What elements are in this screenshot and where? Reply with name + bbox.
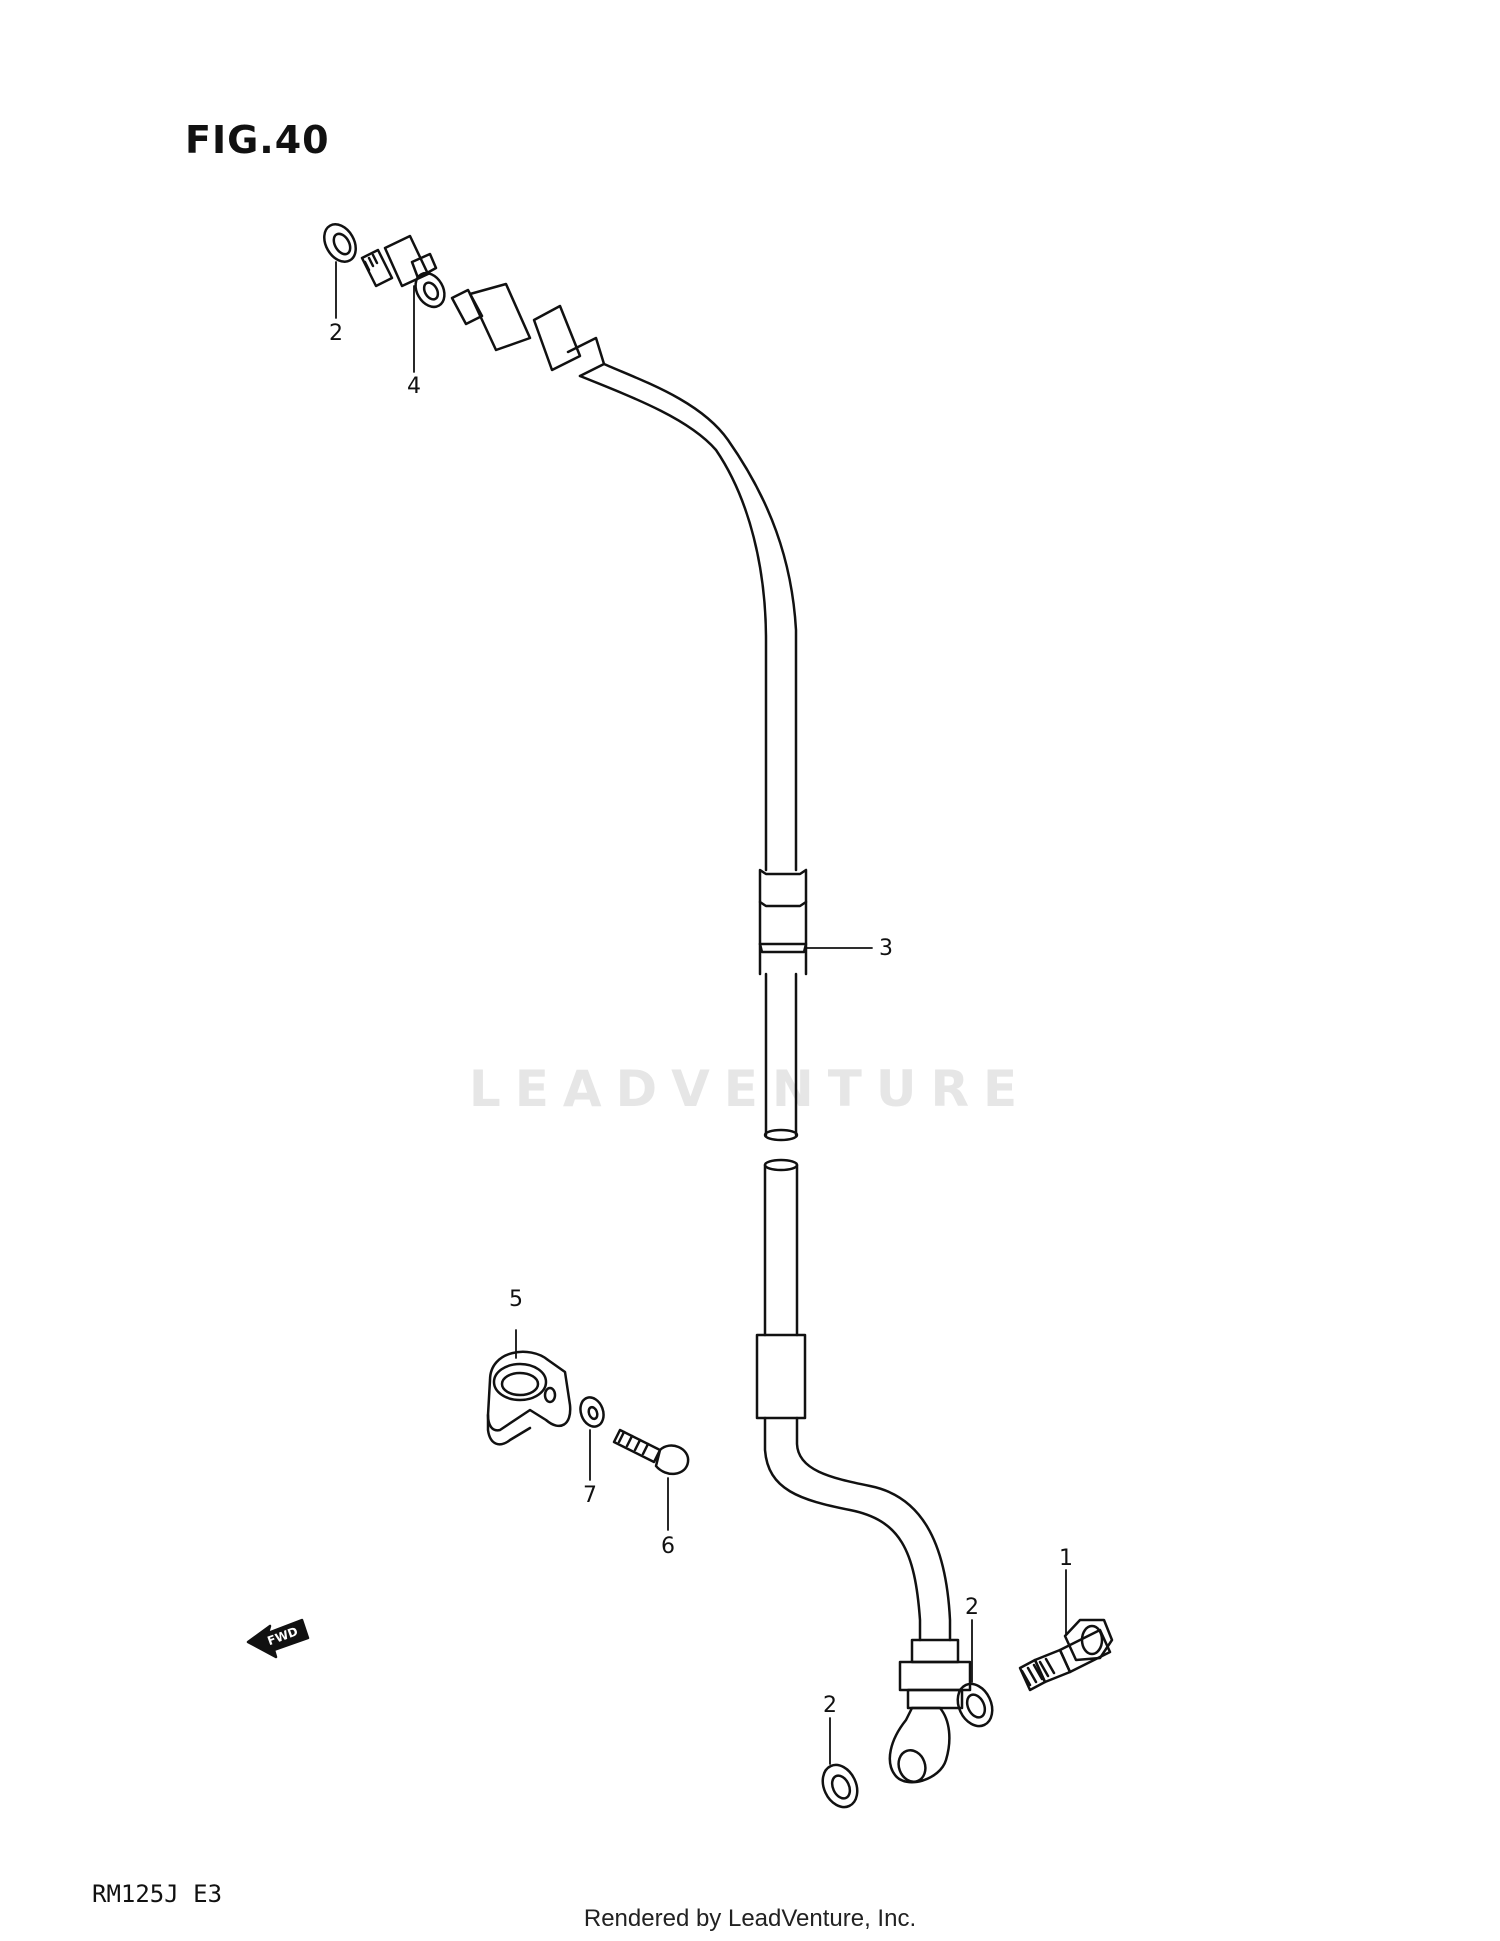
callout-2-right: 2	[965, 1595, 979, 1620]
screw[interactable]	[612, 1428, 690, 1475]
brake-hose-upper[interactable]	[450, 282, 808, 1142]
callout-2-top: 2	[329, 321, 343, 346]
figure-title: FIG.40	[185, 118, 330, 162]
banjo-bolt[interactable]	[1018, 1618, 1114, 1692]
callout-1: 1	[1059, 1546, 1073, 1571]
washer-small[interactable]	[577, 1394, 608, 1430]
callout-4: 4	[407, 374, 421, 399]
footer-credit: Rendered by LeadVenture, Inc.	[583, 1905, 917, 1932]
leader-lines	[335, 261, 1067, 1765]
watermark-text: LEADVENTURE	[468, 1060, 1032, 1118]
callout-5: 5	[509, 1287, 523, 1312]
fitting-union[interactable]	[360, 234, 450, 312]
callout-7: 7	[583, 1483, 597, 1508]
callout-2-left: 2	[823, 1693, 837, 1718]
fwd-arrow-icon	[246, 1618, 310, 1659]
callout-3: 3	[879, 936, 893, 961]
model-code: RM125J E3	[92, 1880, 223, 1908]
brake-hose-lower[interactable]	[755, 1158, 972, 1785]
washer-lower-left[interactable]	[816, 1759, 864, 1812]
washer-lower-right[interactable]	[951, 1678, 999, 1731]
callout-6: 6	[661, 1534, 675, 1559]
washer-top[interactable]	[318, 219, 362, 268]
hose-clamp[interactable]	[486, 1350, 572, 1446]
